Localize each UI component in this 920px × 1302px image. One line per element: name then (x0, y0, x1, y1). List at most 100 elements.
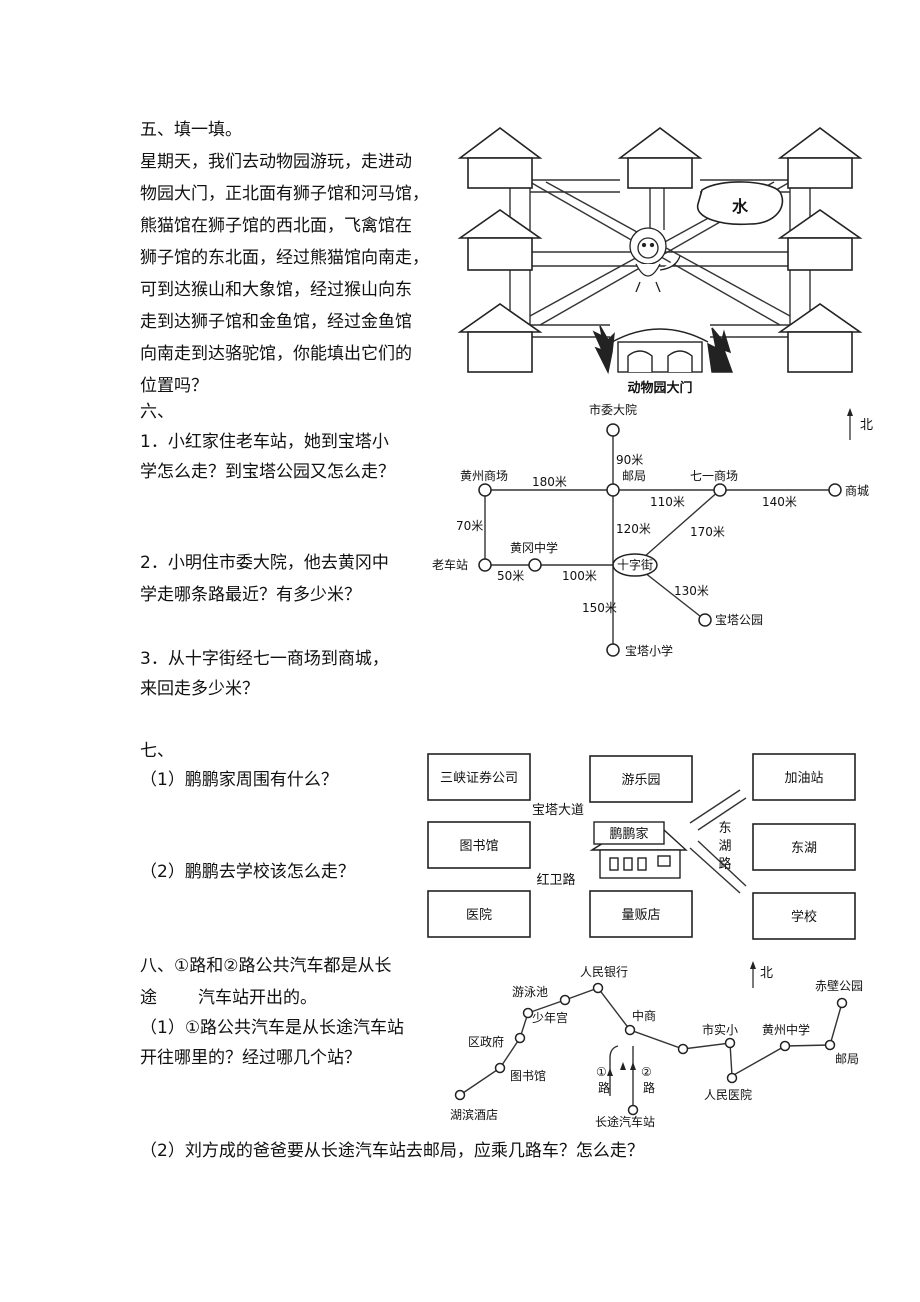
road-label: 路 (718, 856, 731, 872)
q7-1: （1）鹏鹏家周围有什么？ (140, 770, 338, 790)
route-1-label: 路 (598, 1080, 610, 1095)
block-label: 游乐园 (621, 773, 660, 788)
water-pool (697, 181, 784, 226)
stop-quzhengfu (514, 1032, 526, 1044)
q6-1-line2: 学怎么走？到宝塔公园又怎么走？ (140, 462, 395, 482)
stop-huangzhouzhongxue (779, 1040, 791, 1052)
stop-renminyinhang (592, 982, 604, 994)
place-label: 老车站 (432, 557, 468, 572)
block-xuexiao (752, 892, 856, 940)
node-qiyi (713, 483, 727, 497)
block-label: 加油站 (784, 771, 823, 786)
stop-shaoniangong (522, 1007, 534, 1019)
q8-1-line2: 开往哪里的？经过哪几个站？ (140, 1048, 361, 1068)
place-label: 七一商场 (690, 468, 738, 483)
q6-1-line1: 1．小红家住老车站，她到宝塔小 (140, 432, 389, 452)
section5-line: 星期天，我们去动物园游玩，走进动 (140, 152, 412, 172)
q6-3-line1: 3．从十字街经七一商场到商城， (140, 649, 389, 669)
distance-label: 130米 (674, 584, 709, 598)
home-label: 鹏鹏家 (609, 826, 648, 842)
stop-changtu (627, 1104, 639, 1116)
node-laochezhan (478, 558, 492, 572)
q6-2-line2: 学走哪条路最近？有多少米？ (140, 585, 361, 605)
section8-line2b: 汽车站开出的。 (198, 988, 317, 1008)
place-label: 宝塔公园 (715, 613, 763, 627)
distance-label: 170米 (690, 525, 725, 539)
neighborhood-map: 三峡证券公司 游乐园 加油站 宝塔大道 图书馆 鹏鹏家 东 湖 路 东湖 红卫路… (427, 753, 856, 940)
stop-label: 区政府 (468, 1034, 504, 1049)
north-arrow: 北 (847, 408, 873, 440)
q8-2: （2）刘方成的爸爸要从长途汽车站去邮局，应乘几路车？怎么走？ (140, 1141, 644, 1161)
distance-label: 150米 (582, 601, 617, 615)
svg-text:北: 北 (860, 418, 873, 433)
block-sanxia (427, 753, 531, 801)
stop-label: 人民医院 (704, 1088, 752, 1102)
node-baotaxiaoxue (606, 643, 620, 657)
node-huangzhou (478, 483, 492, 497)
water-label: 水 (732, 197, 749, 216)
place-label: 市委大院 (589, 402, 637, 417)
section5-line: 位置吗？ (140, 376, 208, 396)
section5-heading: 五、填一填。 (140, 120, 242, 140)
stop-label: 图书馆 (510, 1068, 546, 1083)
stop-chibigongyuan (836, 997, 848, 1009)
place-label: 宝塔小学 (625, 643, 673, 658)
node-shangcheng (828, 483, 842, 497)
stop-label: 邮局 (835, 1052, 859, 1066)
block-label: 图书馆 (459, 839, 498, 854)
block-label: 学校 (791, 909, 817, 925)
block-jiayouzhan (752, 753, 856, 801)
section5-line: 可到达猴山和大象馆，经过猴山向东 (140, 280, 412, 300)
distance-label: 100米 (562, 569, 597, 583)
section5-line: 狮子馆的东北面，经过熊猫馆向南走， (140, 248, 429, 268)
section5-line: 向南走到达骆驼馆，你能填出它们的 (140, 344, 412, 364)
block-label: 量贩店 (621, 908, 660, 923)
section8-line2a: 途 (140, 988, 157, 1008)
node-baotagongyuan (698, 613, 712, 627)
block-liangfandian (589, 890, 693, 938)
block-donghu (752, 823, 856, 871)
distance-label: 110米 (650, 495, 685, 509)
stop-renminyiyuan (726, 1072, 738, 1084)
bus-route-map: 北 游泳池 人民银行 少年宫 区政府 中商 市实小 黄州中学 赤壁公园 图书馆 … (450, 961, 863, 1129)
zoo-map: 水 动物园大门 (457, 127, 863, 396)
block-yiyuan (427, 890, 531, 938)
house-icon (589, 821, 688, 879)
place-label: 商城 (845, 483, 869, 498)
distance-label: 50米 (497, 569, 524, 583)
node-youju (606, 483, 620, 497)
route-1-label: ① (596, 1065, 607, 1079)
stop-label: 游泳池 (512, 985, 548, 999)
stop-label: 赤壁公园 (815, 978, 863, 993)
zoo-gate-label: 动物园大门 (627, 380, 692, 396)
route-2-label: ② (641, 1065, 652, 1079)
node-huanggang (528, 558, 542, 572)
block-label: 三峡证券公司 (440, 770, 518, 786)
q6-3-line2: 来回走多少米？ (140, 679, 259, 699)
north-arrow: 北 (750, 961, 773, 988)
stop-label: 黄州中学 (762, 1022, 810, 1037)
stop-hubinjiudian (454, 1089, 466, 1101)
section8-line1: 八、①路和②路公共汽车都是从长 (140, 956, 392, 976)
stop-label: 湖滨酒店 (450, 1107, 498, 1122)
stop-shishixiao-west (677, 1043, 689, 1055)
stop-label: 市实小 (702, 1022, 738, 1037)
block-tushuguan (427, 821, 531, 869)
town-route-map: 北 市委大院 邮局 黄州商场 七一商场 商城 老车站 黄冈中学 十字街 宝塔公园… (432, 402, 873, 658)
section7-heading: 七、 (140, 741, 174, 761)
node-shizijie (612, 553, 658, 577)
section5-line: 走到达狮子馆和金鱼馆，经过金鱼馆 (140, 312, 412, 332)
route-2-label: 路 (643, 1080, 655, 1095)
place-label: 邮局 (622, 469, 646, 483)
zoo-gate-icon (592, 325, 733, 375)
stop-tushuguan (494, 1062, 506, 1074)
road-label: 红卫路 (536, 872, 575, 888)
q7-2: （2）鹏鹏去学校该怎么走？ (140, 862, 355, 882)
node-shiwei (606, 423, 620, 437)
stop-label: 少年宫 (532, 1010, 568, 1025)
distance-label: 70米 (456, 519, 483, 533)
block-youleyuan (589, 755, 693, 803)
stop-youju (824, 1039, 836, 1051)
place-label: 十字街 (617, 557, 653, 572)
block-label: 东湖 (791, 841, 817, 856)
